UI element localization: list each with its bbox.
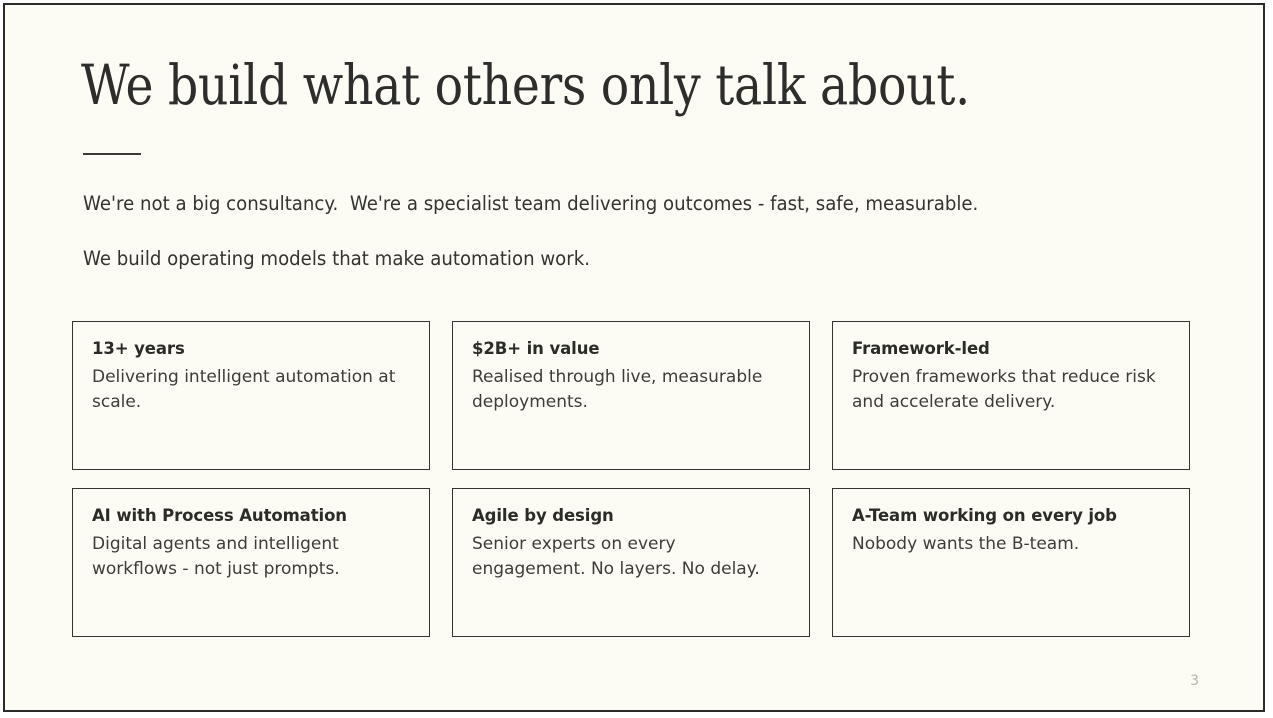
page-number: 3	[1190, 673, 1199, 689]
title-divider-rule	[83, 153, 141, 155]
value-card: Agile by design Senior experts on every …	[452, 488, 810, 637]
slide-frame: We build what others only talk about. We…	[3, 3, 1265, 712]
card-title: Agile by design	[472, 506, 614, 525]
value-card: 13+ years Delivering intelligent automat…	[72, 321, 430, 470]
value-card-grid: 13+ years Delivering intelligent automat…	[72, 321, 1190, 637]
card-body: Digital agents and intelligent workflows…	[92, 533, 340, 580]
card-title: 13+ years	[92, 339, 185, 358]
card-title: AI with Process Automation	[92, 506, 347, 525]
card-title: $2B+ in value	[472, 339, 600, 358]
value-card: A-Team working on every job Nobody wants…	[832, 488, 1190, 637]
card-title: Framework-led	[852, 339, 990, 358]
page-title: We build what others only talk about.	[81, 53, 970, 117]
card-body: Delivering intelligent automation at sca…	[92, 366, 396, 413]
intro-line-2: We build operating models that make auto…	[83, 247, 590, 271]
value-card: $2B+ in value Realised through live, mea…	[452, 321, 810, 470]
intro-line-1: We're not a big consultancy. We're a spe…	[83, 192, 979, 215]
intro-paragraphs: We're not a big consultancy. We're a spe…	[83, 190, 1193, 274]
value-card: AI with Process Automation Digital agent…	[72, 488, 430, 637]
card-body: Nobody wants the B-team.	[852, 533, 1080, 554]
card-body: Realised through live, measurable deploy…	[472, 366, 763, 413]
value-card: Framework-led Proven frameworks that red…	[832, 321, 1190, 470]
card-title: A-Team working on every job	[852, 506, 1117, 525]
card-body: Senior experts on every engagement. No l…	[472, 533, 760, 580]
card-body: Proven frameworks that reduce risk and a…	[852, 366, 1156, 413]
